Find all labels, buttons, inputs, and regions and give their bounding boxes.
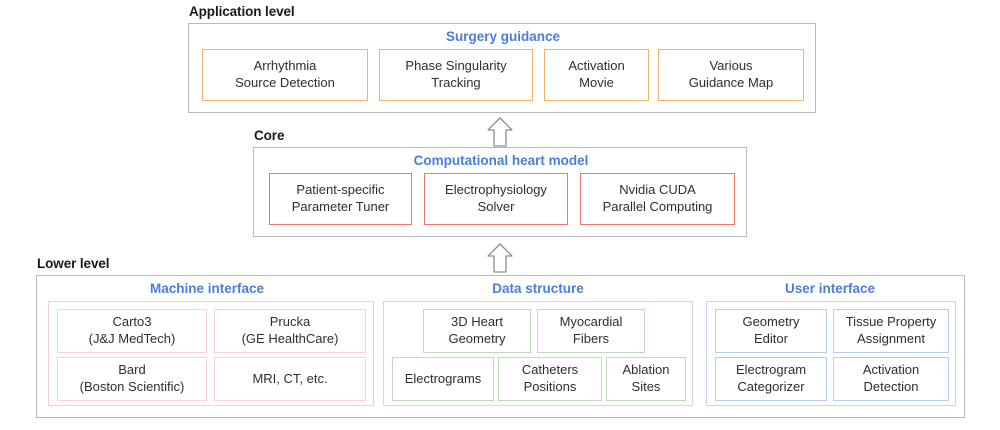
cell-prucka[interactable]: Prucka (GE HealthCare) xyxy=(214,309,366,353)
core-level-panel: Computational heart model Patient-specif… xyxy=(253,147,747,237)
lower-level-panel: Machine interface Carto3 (J&J MedTech) P… xyxy=(36,275,965,418)
cell-phase-singularity-tracking[interactable]: Phase Singularity Tracking xyxy=(379,49,533,101)
cell-3d-heart-geometry[interactable]: 3D Heart Geometry xyxy=(423,309,531,353)
cell-mri-ct-etc[interactable]: MRI, CT, etc. xyxy=(214,357,366,401)
cell-ablation-sites[interactable]: Ablation Sites xyxy=(606,357,686,401)
cell-various-guidance-map[interactable]: Various Guidance Map xyxy=(658,49,804,101)
data-structure-frame: 3D Heart Geometry Myocardial Fibers Elec… xyxy=(383,301,693,406)
cell-myocardial-fibers[interactable]: Myocardial Fibers xyxy=(537,309,645,353)
application-level-label: Application level xyxy=(189,4,295,19)
lower-level-label: Lower level xyxy=(37,256,110,271)
cell-carto3[interactable]: Carto3 (J&J MedTech) xyxy=(57,309,207,353)
computational-heart-model-title: Computational heart model xyxy=(413,153,589,168)
machine-interface-frame: Carto3 (J&J MedTech) Prucka (GE HealthCa… xyxy=(48,301,374,406)
cell-geometry-editor[interactable]: Geometry Editor xyxy=(715,309,827,353)
application-level-panel: Surgery guidance Arrhythmia Source Detec… xyxy=(188,23,816,113)
cell-patient-specific-parameter-tuner[interactable]: Patient-specific Parameter Tuner xyxy=(269,173,412,225)
cell-catheters-positions[interactable]: Catheters Positions xyxy=(498,357,602,401)
surgery-guidance-title: Surgery guidance xyxy=(445,29,561,44)
machine-interface-title: Machine interface xyxy=(149,281,265,296)
arrow-lower-to-core xyxy=(486,243,514,273)
cell-arrhythmia-source-detection[interactable]: Arrhythmia Source Detection xyxy=(202,49,368,101)
arrow-core-to-application xyxy=(486,117,514,147)
user-interface-title: User interface xyxy=(784,281,876,296)
cell-activation-movie[interactable]: Activation Movie xyxy=(544,49,649,101)
data-structure-title: Data structure xyxy=(492,281,584,296)
cell-bard[interactable]: Bard (Boston Scientific) xyxy=(57,357,207,401)
cell-nvidia-cuda-parallel-computing[interactable]: Nvidia CUDA Parallel Computing xyxy=(580,173,735,225)
core-level-label: Core xyxy=(254,128,285,143)
cell-activation-detection[interactable]: Activation Detection xyxy=(833,357,949,401)
user-interface-frame: Geometry Editor Tissue Property Assignme… xyxy=(706,301,956,406)
cell-electrogram-categorizer[interactable]: Electrogram Categorizer xyxy=(715,357,827,401)
cell-electrophysiology-solver[interactable]: Electrophysiology Solver xyxy=(424,173,568,225)
cell-electrograms[interactable]: Electrograms xyxy=(392,357,494,401)
cell-tissue-property-assignment[interactable]: Tissue Property Assignment xyxy=(833,309,949,353)
